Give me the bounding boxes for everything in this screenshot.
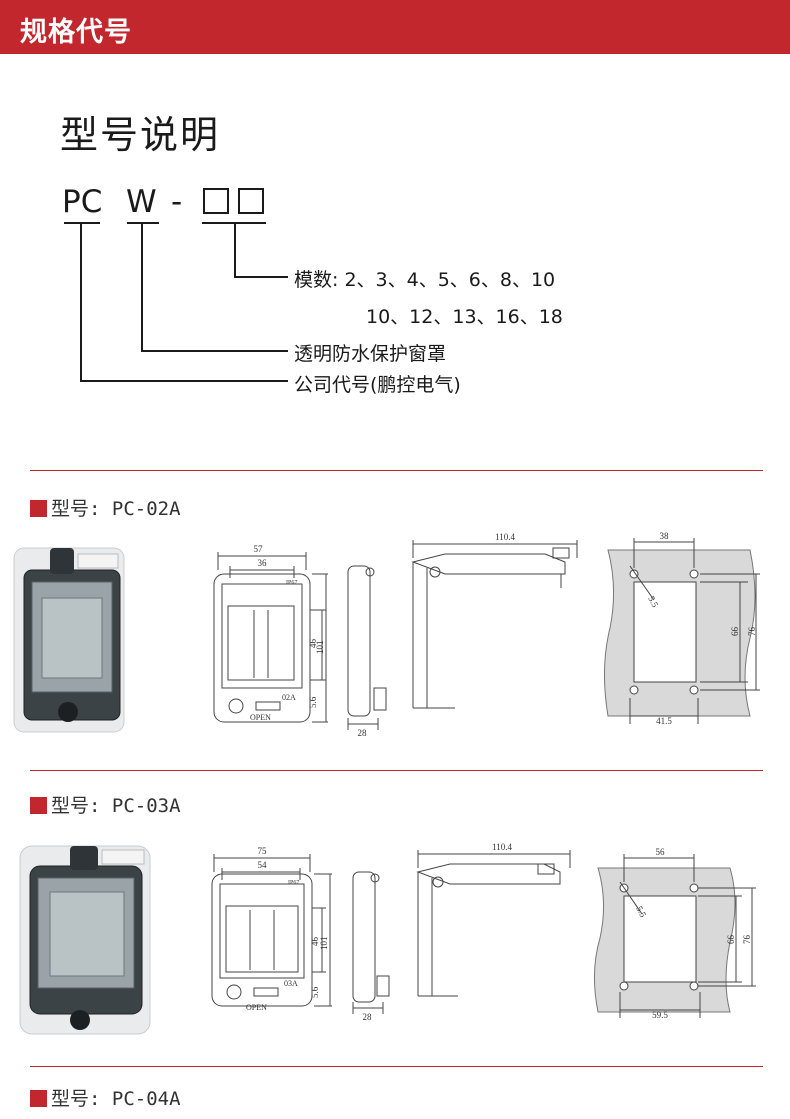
connector-w-v: [141, 222, 143, 352]
dim-outer-width: 75: [258, 846, 268, 856]
dim-bottom: 5.6: [310, 986, 320, 998]
product-photo: [13, 547, 125, 733]
dim-outer-width: 57: [254, 544, 264, 554]
model-prefix: 型号:: [51, 498, 101, 520]
dim-outer-height: 101: [315, 641, 325, 655]
underline-pc: [64, 222, 100, 224]
code-box-2: [238, 188, 264, 214]
front-view-drawing: 75 54 46 101 5.6 03A OPEN IP67: [211, 846, 332, 1012]
dim-bottom: 5.6: [308, 696, 318, 708]
rating-label: IP67: [286, 580, 297, 586]
model-heading: 型号: PC-03A: [30, 791, 181, 818]
connector-pc-h: [80, 380, 288, 382]
dim-length: 110.4: [492, 842, 512, 852]
company-text: 公司代号(鹏控电气): [294, 374, 461, 396]
header-bar: 规格代号: [0, 0, 790, 54]
dim-height-outer: 76: [747, 627, 757, 637]
panel-cutout-drawing: 56 5.5 66 76 59.5: [593, 847, 756, 1020]
code-pc: PC: [62, 184, 103, 220]
side-view-drawing: 28: [352, 871, 390, 1022]
dim-depth: 28: [358, 728, 368, 738]
code-w: W: [126, 184, 157, 220]
bullet-square: [30, 797, 47, 814]
model-heading: 型号: PC-04A: [30, 1084, 181, 1111]
dim-depth: 28: [363, 1012, 373, 1022]
model-heading: 型号: PC-02A: [30, 494, 181, 521]
modules-text-2: 10、12、13、16、18: [366, 306, 563, 328]
panel-cutout-drawing: 38 5.5 66 76 41.5: [603, 531, 760, 726]
dim-inner-width: 36: [258, 558, 268, 568]
product-photo: [19, 845, 151, 1035]
dim-hole: 5.5: [634, 904, 648, 919]
header-title: 规格代号: [20, 17, 132, 48]
dim-top-width: 38: [660, 531, 670, 541]
dim-inner-height: 46: [310, 937, 320, 947]
model-prefix: 型号:: [51, 1088, 101, 1110]
separator: [30, 770, 763, 771]
dim-top-width: 56: [656, 847, 666, 857]
underline-w: [127, 222, 159, 224]
dim-inner-width: 54: [258, 860, 268, 870]
dim-outer-height: 101: [319, 937, 329, 951]
dim-bottom-width: 41.5: [656, 716, 672, 726]
code-dash: -: [171, 184, 183, 220]
model-code: PC-03A: [111, 795, 181, 817]
badge-label: 03A: [284, 979, 298, 988]
modules-text: 模数: 2、3、4、5、6、8、10: [294, 269, 556, 291]
dim-height-inner: 66: [726, 935, 736, 945]
code-box-1: [203, 188, 229, 214]
connector-pc-v: [80, 222, 82, 382]
badge-label: 02A: [282, 693, 296, 702]
dim-inner-height: 46: [308, 639, 318, 649]
connector-w-h: [141, 350, 288, 352]
bullet-square: [30, 500, 47, 517]
model-code: PC-04A: [111, 1088, 181, 1110]
side-view-drawing: 28: [347, 565, 387, 738]
dim-hole: 5.5: [646, 594, 660, 609]
bullet-square: [30, 1090, 47, 1107]
dim-height-outer: 76: [742, 935, 752, 945]
cover-text: 透明防水保护窗罩: [294, 343, 447, 365]
dim-bottom-width: 59.5: [652, 1010, 668, 1020]
model-prefix: 型号:: [51, 795, 101, 817]
separator: [30, 1066, 763, 1067]
section-title: 型号说明: [60, 113, 221, 157]
model-code: PC-02A: [111, 498, 181, 520]
dim-length: 110.4: [495, 532, 515, 542]
dim-height-inner: 66: [730, 627, 740, 637]
top-view-drawing: 110.4: [411, 532, 578, 709]
open-label: OPEN: [246, 1003, 267, 1012]
rating-label: IP67: [288, 880, 299, 886]
connector-box-v: [234, 222, 236, 278]
front-view-drawing: 57 36 46 101 5.6 02A OPEN IP67: [213, 544, 328, 723]
open-label: OPEN: [250, 713, 271, 722]
separator: [30, 470, 763, 471]
connector-box-h: [234, 276, 288, 278]
top-view-drawing: 110.4: [416, 842, 571, 997]
